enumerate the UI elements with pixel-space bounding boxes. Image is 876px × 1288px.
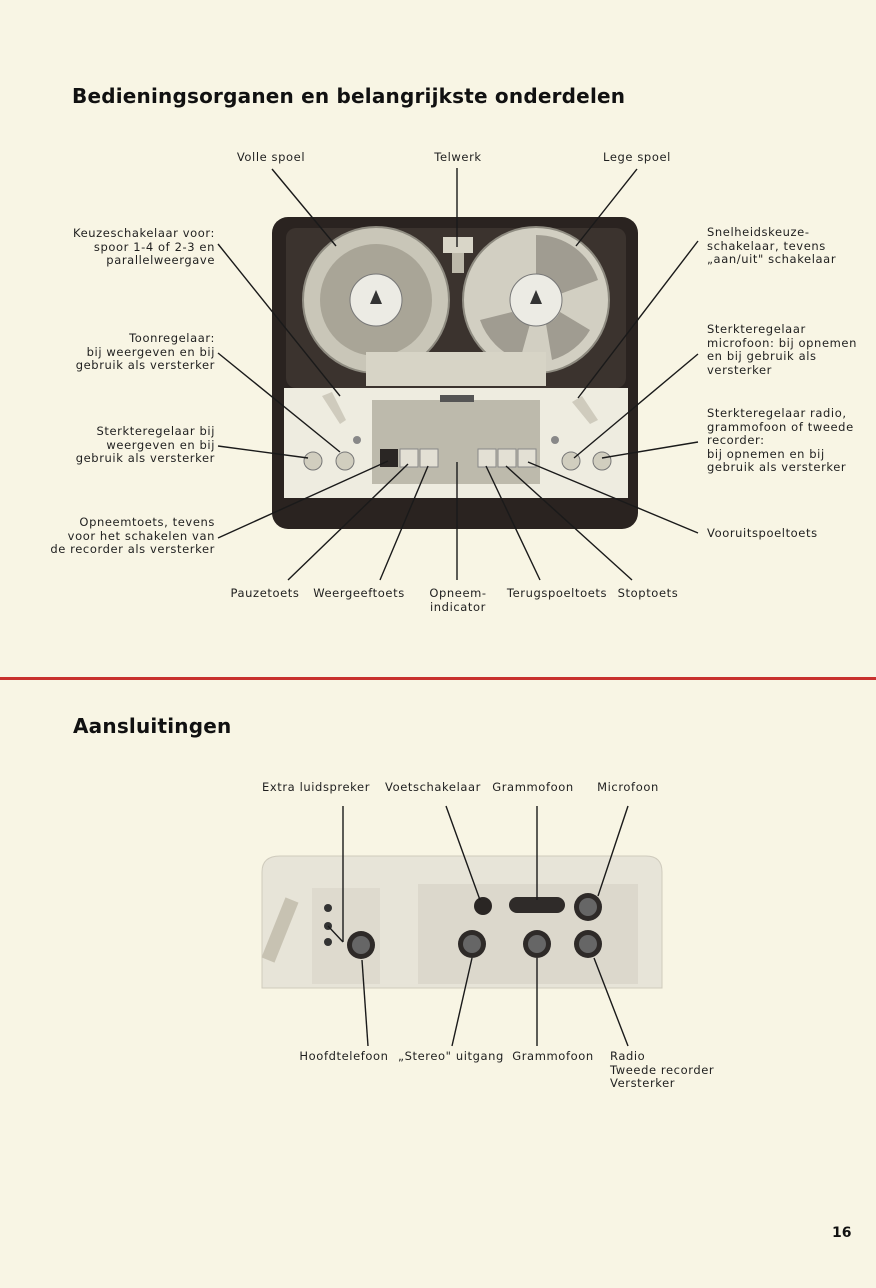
page-number: 16	[832, 1225, 852, 1241]
label-sterkteregelaar-microfoon: Sterkteregelaar microfoon: bij opnemen e…	[707, 322, 857, 377]
label-sterkteregelaar-weergeven: Sterkteregelaar bij weergeven en bij geb…	[75, 424, 215, 465]
label-vooruitspoeltoets: Vooruitspoeltoets	[707, 526, 818, 540]
section-title-connections: Aansluitingen	[73, 714, 232, 738]
section-title-controls: Bedieningsorganen en belangrijkste onder…	[72, 84, 626, 108]
label-weergeeftoets: Weergeeftoets	[313, 586, 405, 600]
label-stoptoets: Stoptoets	[617, 586, 679, 600]
label-hoofdtelefoon: Hoofdtelefoon	[299, 1049, 389, 1063]
label-stereo-uitgang: „Stereo" uitgang	[398, 1049, 504, 1063]
label-extra-luidspreker: Extra luidspreker	[261, 780, 371, 794]
label-volle-spoel: Volle spoel	[236, 150, 306, 164]
label-microfoon: Microfoon	[597, 780, 659, 794]
tape-recorder-illustration	[272, 217, 638, 529]
label-telwerk: Telwerk	[434, 150, 482, 164]
leader-lines-controls	[217, 168, 699, 581]
label-toonregelaar: Toonregelaar: bij weergeven en bij gebru…	[75, 331, 215, 372]
label-sterkteregelaar-radio: Sterkteregelaar radio, grammofoon of twe…	[707, 406, 854, 474]
label-radio: Radio Tweede recorder Versterker	[610, 1049, 715, 1090]
label-grammofoon-top: Grammofoon	[492, 780, 574, 794]
label-opneemindicator: Opneem- indicator	[429, 586, 487, 614]
label-lege-spoel: Lege spoel	[603, 150, 671, 164]
label-pauzetoets: Pauzetoets	[230, 586, 300, 600]
connector-panel-illustration	[261, 855, 663, 989]
label-voetschakelaar: Voetschakelaar	[385, 780, 481, 794]
label-keuzeschakelaar: Keuzeschakelaar voor: spoor 1-4 of 2-3 e…	[73, 226, 215, 267]
label-snelheidskeuze: Snelheidskeuze- schakelaar, tevens „aan/…	[707, 225, 837, 266]
label-terugspoeltoets: Terugspoeltoets	[506, 586, 608, 600]
section-divider	[0, 677, 876, 680]
label-opneemtoets: Opneemtoets, tevens voor het schakelen v…	[50, 515, 215, 556]
label-grammofoon-bottom: Grammofoon	[512, 1049, 594, 1063]
leader-lines-connections	[327, 805, 629, 1047]
